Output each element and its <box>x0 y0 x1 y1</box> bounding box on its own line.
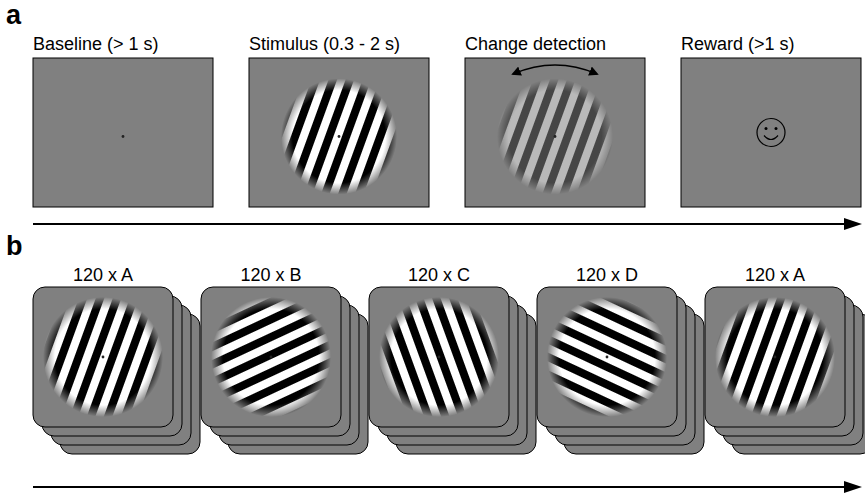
stimulus-stack <box>537 287 704 454</box>
panel-label: b <box>6 231 23 261</box>
screen-card <box>369 287 509 427</box>
stimulus-block: 120 x A <box>705 264 845 286</box>
screen-card <box>546 296 686 436</box>
time-arrow <box>33 223 848 225</box>
fixation-dot <box>338 135 341 138</box>
fixation-dot <box>270 356 273 359</box>
arrow-head <box>844 481 862 493</box>
screen-heading: 120 x A <box>745 264 805 286</box>
screen-heading: Stimulus (0.3 - 2 s) <box>249 33 400 55</box>
stimulus-block: 120 x C <box>369 264 509 286</box>
screen-heading: Change detection <box>465 33 606 55</box>
screen-heading: Baseline (> 1 s) <box>33 33 159 55</box>
fixation-dot <box>122 135 125 138</box>
trial-screen: Change detection <box>465 33 645 55</box>
time-arrow <box>33 486 848 488</box>
grating <box>379 297 499 417</box>
grating <box>43 297 163 417</box>
fixation-dot <box>438 356 441 359</box>
fixation-dot <box>554 135 557 138</box>
fixation-dot <box>606 356 609 359</box>
screen <box>33 58 213 207</box>
trial-screen: Stimulus (0.3 - 2 s) <box>249 33 429 55</box>
grating <box>211 297 331 417</box>
screen-card <box>378 296 518 436</box>
stimulus-block: 120 x A <box>33 264 173 286</box>
fixation-dot <box>102 356 105 359</box>
stimulus-stack <box>33 287 200 454</box>
grating <box>547 297 667 417</box>
grating <box>715 297 835 417</box>
stimulus-block: 120 x D <box>537 264 677 286</box>
grating <box>497 79 613 195</box>
arrow-head <box>844 218 862 230</box>
screen <box>681 58 861 207</box>
trial-screen: Reward (>1 s) <box>681 33 861 55</box>
screen-card <box>705 287 845 427</box>
screen-card <box>42 296 182 436</box>
stimulus-stack <box>201 287 368 454</box>
screen-heading: Reward (>1 s) <box>681 33 795 55</box>
panel-label: a <box>6 0 21 30</box>
screen-heading: 120 x A <box>73 264 133 286</box>
trial-screen: Baseline (> 1 s) <box>33 33 213 55</box>
screen-card <box>714 296 854 436</box>
grating <box>281 79 397 195</box>
stimulus-stack <box>705 287 865 454</box>
stimulus-stack <box>369 287 536 454</box>
smiley <box>757 119 785 147</box>
screen <box>465 58 645 207</box>
screen-heading: 120 x B <box>240 264 301 286</box>
screen-heading: 120 x C <box>408 264 470 286</box>
screen-card <box>537 287 677 427</box>
screen-card <box>210 296 350 436</box>
screen <box>249 58 429 207</box>
fixation-dot <box>774 356 777 359</box>
screen-heading: 120 x D <box>576 264 638 286</box>
stimulus-block: 120 x B <box>201 264 341 286</box>
rotation-arrow <box>513 65 597 74</box>
screen-card <box>201 287 341 427</box>
screen-card <box>33 287 173 427</box>
